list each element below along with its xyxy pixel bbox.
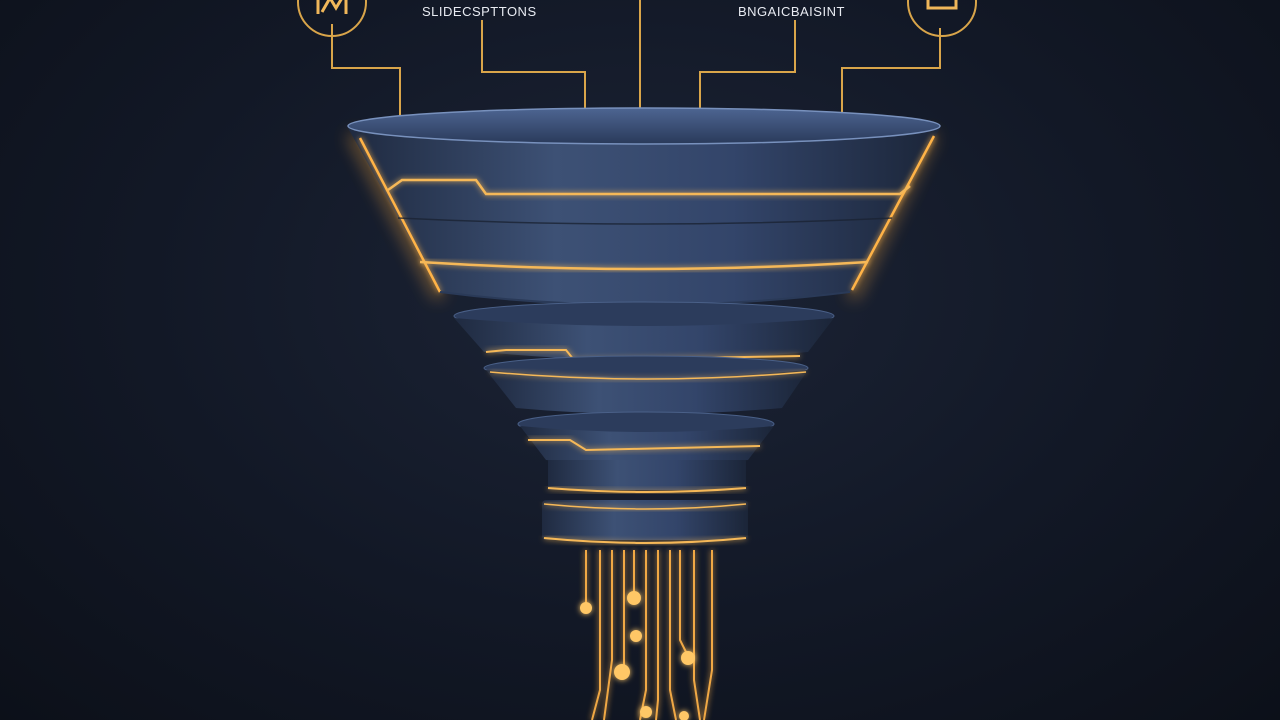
circuit-line-8	[669, 550, 677, 720]
funnel-section-2	[453, 301, 835, 362]
circuit-node-4	[681, 651, 695, 665]
circuit-line-3	[603, 550, 613, 720]
label-left: SLIDECSPTTONS	[422, 4, 537, 19]
connector-lines	[331, 0, 941, 140]
circuit-node-3	[630, 630, 642, 642]
label-right: BNGAICBAISINT	[738, 4, 845, 19]
circuit-line-10	[693, 550, 701, 720]
connector-line-2	[481, 20, 586, 138]
circuit-nodes	[580, 591, 695, 720]
circuit-line-11	[703, 550, 713, 720]
circuit-node-5	[614, 664, 630, 680]
circuit-line-7	[655, 550, 659, 720]
circuit-node-2	[627, 591, 641, 605]
circuit-node-6	[640, 706, 652, 718]
funnel-neck	[542, 460, 748, 544]
funnel-section-4	[517, 411, 775, 465]
connector-line-4	[699, 20, 796, 138]
funnel-section-3	[483, 355, 809, 414]
funnel-top-section	[347, 107, 941, 306]
circuit-line-9	[679, 550, 689, 657]
circuit-node-1	[580, 602, 592, 614]
chart-icon	[297, 0, 367, 37]
connector-line-1	[331, 24, 401, 132]
circuit-output	[585, 550, 713, 720]
circuit-node-7	[679, 711, 689, 720]
circuit-line-2	[591, 550, 601, 720]
laptop-icon	[907, 0, 977, 37]
connector-line-5	[841, 28, 941, 134]
